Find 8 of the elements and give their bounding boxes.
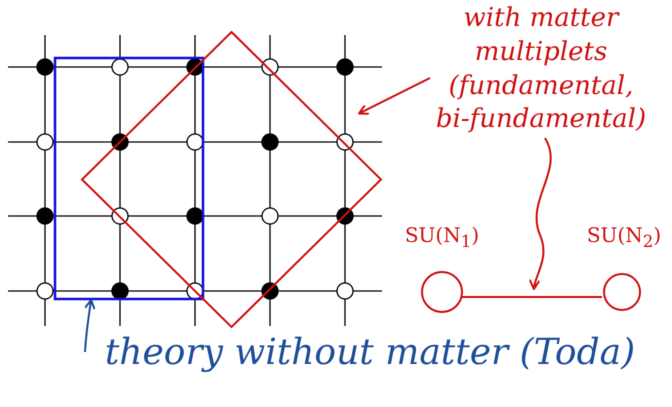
connector-line <box>462 296 602 298</box>
arrow <box>358 77 430 115</box>
group-label: SU(N$_{1}$) <box>404 222 480 253</box>
annotation-text: theory without matter (Toda) <box>104 331 636 375</box>
arrow <box>84 299 96 352</box>
annotation-text: with matter multiplets (fundamental, bi-fundamental) <box>434 2 648 136</box>
group-label: SU(N$_{2}$) <box>586 222 662 253</box>
arrow <box>529 138 552 290</box>
